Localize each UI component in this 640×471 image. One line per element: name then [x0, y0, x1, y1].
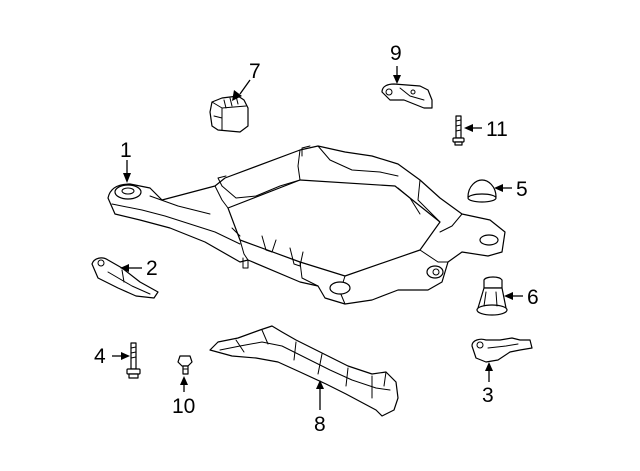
part-7-insulator — [209, 95, 249, 133]
callout-6: 6 — [527, 286, 539, 309]
callout-4: 4 — [94, 345, 106, 368]
leader-lines — [112, 66, 523, 410]
callout-7: 7 — [249, 60, 261, 83]
part-11-bolt — [452, 115, 465, 146]
callout-1: 1 — [120, 139, 132, 162]
subframe-assembly — [107, 145, 506, 305]
part-9-bracket — [381, 83, 433, 109]
callout-labels: 1 2 3 4 5 6 7 8 9 10 11 — [94, 42, 539, 436]
callout-5: 5 — [516, 178, 528, 201]
part-8-crossmember — [209, 325, 399, 417]
part-2-bracket — [91, 257, 159, 299]
part-4-bolt — [126, 342, 141, 379]
part-3-bracket — [471, 337, 533, 363]
callout-8: 8 — [314, 413, 326, 436]
callout-3: 3 — [482, 384, 494, 407]
part-6-bushing — [476, 276, 508, 316]
callout-2: 2 — [146, 257, 158, 280]
part-5-cap — [467, 179, 497, 203]
callout-9: 9 — [390, 42, 402, 65]
part-10-bolt — [177, 355, 193, 375]
callout-10: 10 — [172, 395, 195, 418]
callout-11: 11 — [486, 118, 508, 141]
